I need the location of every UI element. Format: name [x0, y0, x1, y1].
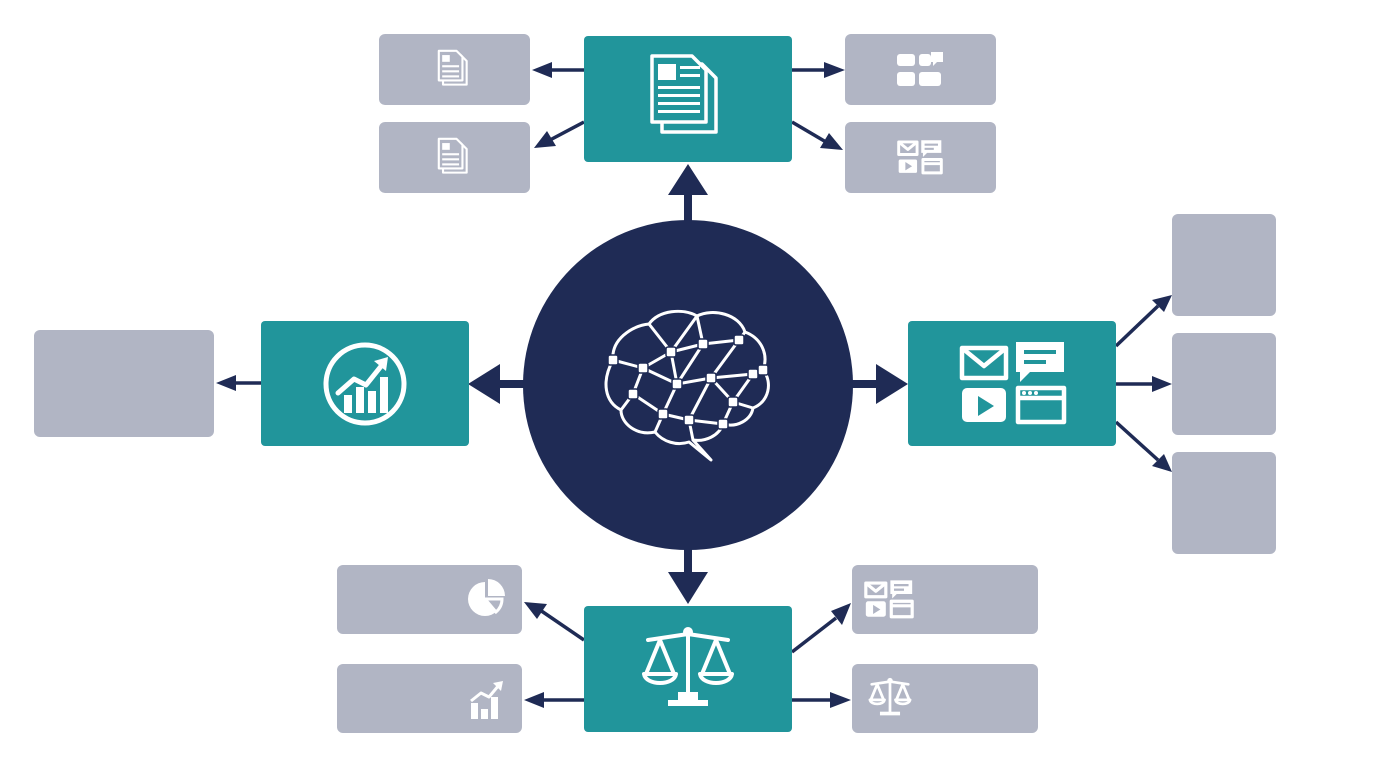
media-icons-icon [959, 342, 1067, 425]
branch-node-top [584, 36, 792, 162]
leaf-node-bottom-right-2 [852, 664, 1038, 733]
leaf-node-top-right-1 [845, 34, 996, 105]
leaf-node-left-1 [34, 330, 214, 437]
arrow-top-right-1 [792, 62, 845, 78]
leaf-node-right-2 [1172, 333, 1276, 435]
arrow-left-1 [216, 375, 261, 391]
branch-node-left [261, 321, 469, 446]
scales-icon [642, 627, 734, 706]
leaf-node-bottom-right-1 [852, 565, 1038, 634]
hub-node [523, 220, 853, 550]
leaf-node-right-1 [1172, 214, 1276, 316]
arrow-right-3 [1114, 420, 1172, 472]
arrow-bottom-left-1 [524, 602, 585, 642]
leaf-node-top-left-1 [379, 34, 530, 105]
arrow-hub-bottom [668, 548, 708, 604]
arrow-hub-right [851, 364, 908, 404]
arrow-hub-left [468, 364, 525, 404]
arrow-right-2 [1116, 376, 1172, 392]
growth-chart-icon [323, 342, 407, 426]
leaf-node-right-3 [1172, 452, 1276, 554]
document-icon [437, 137, 468, 174]
document-icon [650, 54, 718, 134]
brain-network-icon [604, 309, 770, 462]
leaf-node-top-right-2 [845, 122, 996, 193]
scales-icon [868, 677, 912, 716]
leaf-node-top-left-2 [379, 122, 530, 193]
arrow-top-left-2 [534, 120, 585, 148]
arrow-bottom-right-1 [790, 603, 851, 654]
arrow-bottom-left-2 [524, 692, 584, 708]
arrow-hub-top [668, 164, 708, 222]
arrow-top-left-1 [532, 62, 584, 78]
pie-chart-icon [468, 579, 505, 616]
leaf-node-bottom-left-1 [337, 565, 522, 634]
branch-node-bottom [584, 606, 792, 732]
leaf-node-bottom-left-2 [337, 664, 522, 733]
arrow-right-1 [1114, 295, 1172, 348]
blocks-chat-icon [897, 52, 943, 86]
document-icon [437, 49, 468, 86]
media-icons-icon [864, 580, 914, 619]
arrow-bottom-right-2 [792, 692, 851, 708]
bar-chart-icon [470, 681, 503, 719]
branch-node-right [908, 321, 1116, 446]
arrow-top-right-2 [791, 120, 843, 150]
media-icons-icon [897, 140, 943, 175]
